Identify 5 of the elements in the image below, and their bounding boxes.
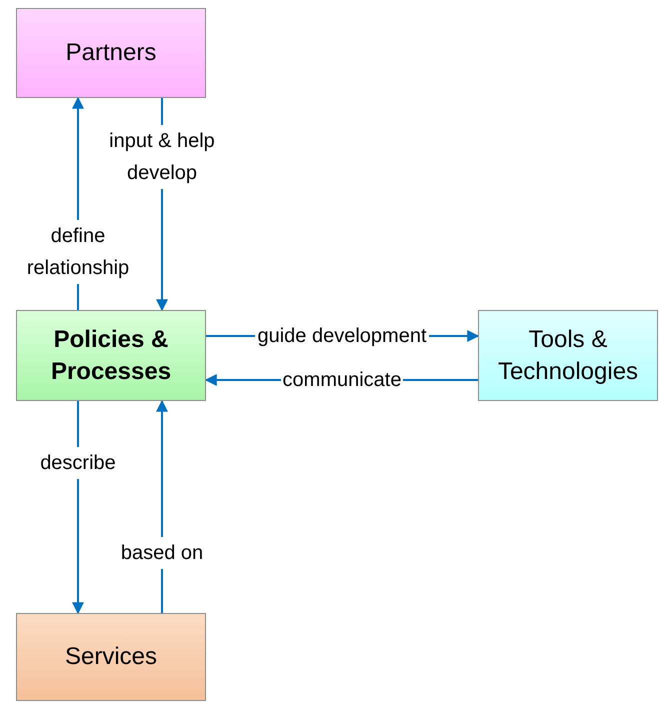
- process-box: Services: [16, 613, 206, 701]
- process-box: Tools & Technologies: [478, 310, 658, 401]
- edge-label: describe: [38, 447, 118, 479]
- process-box: Policies & Processes: [16, 310, 206, 401]
- process-box: Partners: [16, 8, 206, 98]
